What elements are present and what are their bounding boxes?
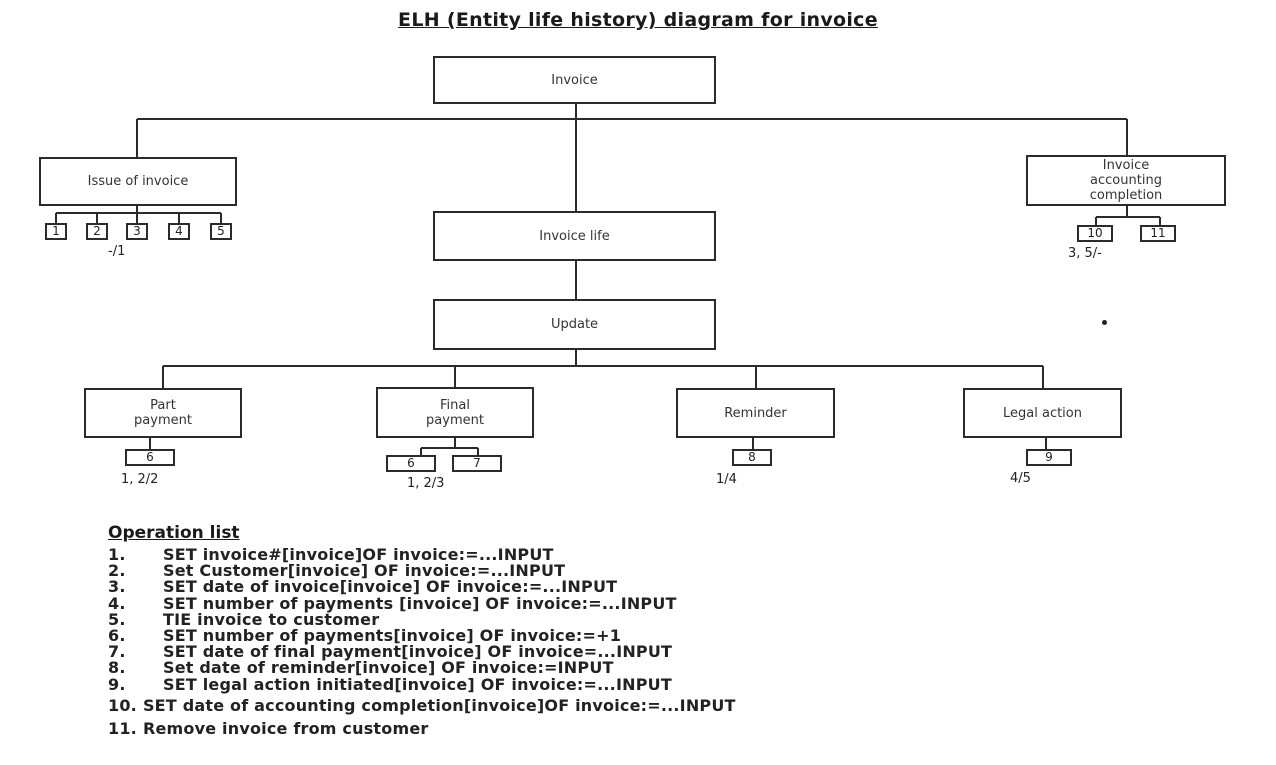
list-item: 6.SET number of payments[invoice] OF inv…	[108, 625, 622, 645]
operation-box: 8	[732, 449, 772, 466]
issue-of-invoice-box: Issue of invoice	[39, 157, 237, 206]
stray-dot	[1102, 320, 1107, 325]
operation-box: 11	[1140, 225, 1176, 242]
list-item: 11.Remove invoice from customer	[108, 718, 429, 738]
part-payment-box: Part payment	[84, 388, 242, 438]
state-indicator: 1, 2/3	[407, 476, 445, 491]
diagram-title: ELH (Entity life history) diagram for in…	[398, 9, 878, 31]
list-item: 3.SET date of invoice[invoice] OF invoic…	[108, 577, 618, 597]
list-item: 1.SET invoice#[invoice]OF invoice:=...IN…	[108, 545, 554, 564]
list-item: 9.SET legal action initiated[invoice] OF…	[108, 674, 672, 694]
operation-box: 5	[210, 223, 232, 240]
update-box: Update	[433, 299, 716, 350]
state-indicator: 1, 2/2	[121, 472, 159, 487]
operation-box: 7	[452, 455, 502, 472]
operation-box: 6	[386, 455, 436, 472]
list-item: 5.TIE invoice to customer	[108, 609, 380, 629]
invoice-box: Invoice	[433, 56, 716, 104]
operation-box: 3	[126, 223, 148, 240]
operation-list-title: Operation list	[108, 523, 240, 543]
operation-box: 4	[168, 223, 190, 240]
legal-action-box: Legal action	[963, 388, 1122, 438]
operation-box: 2	[86, 223, 108, 240]
state-indicator: -/1	[108, 244, 126, 259]
list-item: 2.Set Customer[invoice] OF invoice:=...I…	[108, 561, 566, 581]
invoice-life-box: Invoice life	[433, 211, 716, 261]
reminder-box: Reminder	[676, 388, 835, 438]
list-item: 10.SET date of accounting completion[inv…	[108, 695, 736, 715]
operation-list: 1.SET invoice#[invoice]OF invoice:=...IN…	[108, 547, 736, 739]
operation-box: 6	[125, 449, 175, 466]
operation-box: 1	[45, 223, 67, 240]
state-indicator: 1/4	[716, 472, 737, 487]
list-item: 8.Set date of reminder[invoice] OF invoi…	[108, 658, 614, 678]
list-item: 4.SET number of payments [invoice] OF in…	[108, 593, 677, 613]
list-item: 7.SET date of final payment[invoice] OF …	[108, 642, 673, 662]
invoice-accounting-completion-box: Invoice accounting completion	[1026, 155, 1226, 206]
operation-box: 9	[1026, 449, 1072, 466]
state-indicator: 3, 5/-	[1068, 246, 1102, 261]
final-payment-box: Final payment	[376, 387, 534, 438]
operation-box: 10	[1077, 225, 1113, 242]
state-indicator: 4/5	[1010, 471, 1031, 486]
